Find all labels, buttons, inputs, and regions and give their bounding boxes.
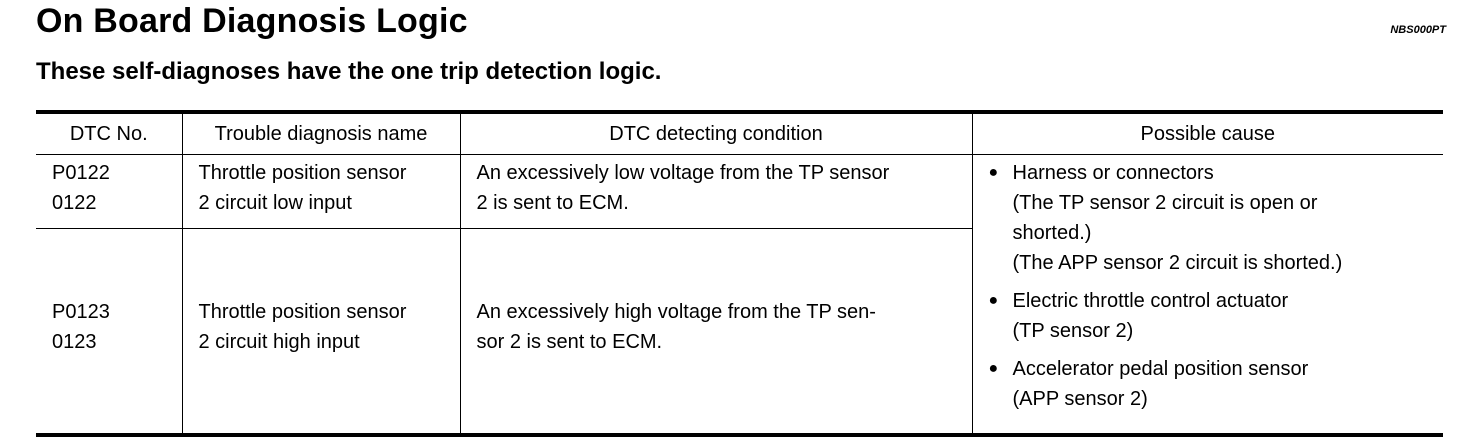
cause-item: ● Harness or connectors (The TP sensor 2…	[989, 158, 1440, 278]
diagnosis-name-line: Throttle position sensor	[198, 162, 407, 184]
diagnosis-name-line: Throttle position sensor	[198, 301, 407, 323]
dtc-table: DTC No. Trouble diagnosis name DTC detec…	[36, 110, 1443, 437]
condition-line: An excessively low voltage from the TP s…	[476, 162, 890, 184]
cause-line: Electric throttle control actuator	[1012, 290, 1289, 312]
cause-item: ● Accelerator pedal position sensor (APP…	[989, 354, 1440, 414]
cause-line: shorted.)	[1012, 222, 1092, 244]
condition-line: An excessively high voltage from the TP …	[476, 301, 876, 323]
table-row: P0122 0122 Throttle position sensor 2 ci…	[36, 154, 1443, 435]
condition-line: sor 2 is sent to ECM.	[476, 331, 663, 353]
bullet-icon: ●	[988, 292, 999, 309]
bullet-icon: ●	[988, 164, 999, 181]
document-code: NBS000PT	[1390, 24, 1446, 36]
cause-line: Harness or connectors	[1012, 162, 1214, 184]
dtc-code: 0122	[52, 192, 97, 214]
diagnosis-name-cell: Throttle position sensor 2 circuit low i…	[181, 154, 460, 229]
page-subtitle: These self-diagnoses have the one trip d…	[36, 58, 662, 85]
dtc-code: 0123	[52, 331, 97, 353]
cause-line: Accelerator pedal position sensor	[1012, 358, 1309, 380]
dtc-number-cell: P0122 0122	[36, 154, 182, 229]
cause-line: (The TP sensor 2 circuit is open or	[1012, 192, 1318, 214]
table-header-row: DTC No. Trouble diagnosis name DTC detec…	[36, 112, 1443, 155]
possible-cause-cell: ● Harness or connectors (The TP sensor 2…	[971, 154, 1443, 435]
dtc-code: P0122	[52, 162, 110, 184]
column-header-diagnosis-name: Trouble diagnosis name	[181, 112, 460, 155]
detecting-condition-cell: An excessively low voltage from the TP s…	[459, 154, 972, 229]
diagnosis-name-line: 2 circuit low input	[198, 192, 352, 214]
condition-line: 2 is sent to ECM.	[476, 192, 629, 214]
column-header-possible-cause: Possible cause	[971, 112, 1443, 155]
diagnosis-name-cell: Throttle position sensor 2 circuit high …	[181, 228, 460, 435]
column-header-dtc-no: DTC No.	[36, 112, 182, 155]
cause-item: ● Electric throttle control actuator (TP…	[989, 286, 1440, 346]
cause-line: (TP sensor 2)	[1012, 320, 1134, 342]
bullet-icon: ●	[988, 360, 999, 377]
page-title: On Board Diagnosis Logic	[36, 2, 468, 40]
dtc-code: P0123	[52, 301, 110, 323]
dtc-number-cell: P0123 0123	[36, 229, 182, 436]
column-header-detecting-condition: DTC detecting condition	[459, 112, 972, 155]
cause-line: (APP sensor 2)	[1012, 388, 1148, 410]
diagnosis-name-line: 2 circuit high input	[198, 331, 360, 353]
detecting-condition-cell: An excessively high voltage from the TP …	[459, 228, 972, 435]
cause-line: (The APP sensor 2 circuit is shorted.)	[1012, 252, 1343, 274]
table-row: P0123 0123 Throttle position sensor 2 ci…	[36, 228, 1443, 436]
